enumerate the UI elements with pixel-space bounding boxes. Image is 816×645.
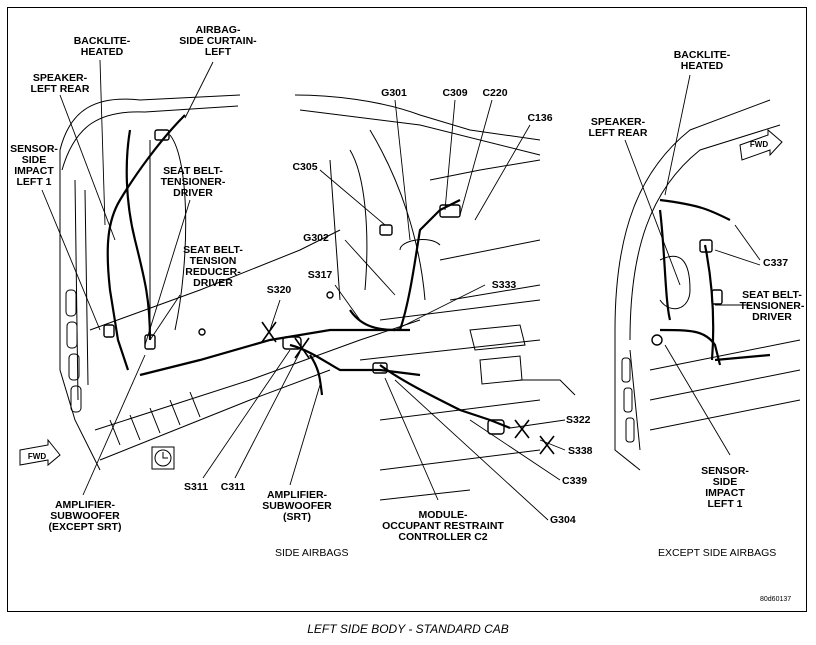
label-backlite-heated-alt: BACKLITE- HEATED: [673, 49, 731, 72]
figure-caption: LEFT SIDE BODY - STANDARD CAB: [307, 622, 509, 636]
label-c136: C136: [527, 112, 553, 124]
view-caption-except-side-airbags: EXCEPT SIDE AIRBAGS: [658, 547, 777, 559]
fwd-arrow-inset: [739, 128, 783, 161]
label-g304: G304: [550, 514, 576, 526]
fwd-label-inset: FWD: [749, 140, 769, 149]
label-s338: S338: [568, 445, 593, 457]
label-c337: C337: [763, 257, 789, 269]
label-g302: G302: [303, 232, 329, 244]
diagram-frame: [7, 7, 807, 612]
label-amplifier-subwoofer-except-srt: AMPLIFIER- SUBWOOFER (EXCEPT SRT): [48, 499, 122, 533]
splice-marks: [261, 321, 555, 455]
clock-icon: [151, 446, 175, 470]
label-speaker-left-rear: SPEAKER- LEFT REAR: [30, 72, 90, 95]
figure-id: 80d60137: [760, 596, 792, 603]
label-sensor-side-impact-alt: SENSOR- SIDE IMPACT LEFT 1: [701, 465, 749, 510]
label-s333: S333: [491, 279, 517, 291]
connectors: [103, 129, 723, 435]
leader-lines: [41, 59, 761, 521]
label-g301: G301: [381, 87, 407, 99]
label-backlite-heated: BACKLITE- HEATED: [73, 35, 131, 58]
label-c220: C220: [482, 87, 508, 99]
fwd-arrow-main: [19, 438, 61, 467]
view-caption-side-airbags: SIDE AIRBAGS: [275, 547, 349, 559]
label-s311: S311: [184, 481, 208, 493]
label-seat-belt-tensioner: SEAT BELT- TENSIONER- DRIVER: [160, 165, 226, 199]
label-c339: C339: [562, 475, 588, 487]
fwd-label-main: FWD: [27, 452, 47, 461]
window-openings: [65, 289, 82, 413]
label-s320: S320: [266, 284, 292, 296]
label-speaker-left-rear-alt: SPEAKER- LEFT REAR: [588, 116, 648, 139]
label-c305: C305: [292, 161, 318, 173]
label-c311: C311: [220, 481, 246, 493]
label-airbag-side-curtain: AIRBAG- SIDE CURTAIN- LEFT: [179, 24, 257, 58]
interior-body: [294, 94, 576, 501]
label-c309: C309: [442, 87, 468, 99]
label-seat-belt-tensioner-alt: SEAT BELT- TENSIONER- DRIVER: [739, 289, 805, 323]
label-s322: S322: [566, 414, 591, 426]
inset-body-outline: [614, 99, 801, 471]
label-s317: S317: [307, 269, 333, 281]
label-seat-belt-reducer: SEAT BELT- TENSION REDUCER- DRIVER: [183, 244, 243, 289]
label-amplifier-subwoofer-srt: AMPLIFIER- SUBWOOFER (SRT): [262, 489, 332, 523]
label-module-occupant-restraint: MODULE- OCCUPANT RESTRAINT CONTROLLER C2: [382, 509, 504, 543]
label-sensor-side-impact: SENSOR- SIDE IMPACT LEFT 1: [10, 143, 58, 188]
